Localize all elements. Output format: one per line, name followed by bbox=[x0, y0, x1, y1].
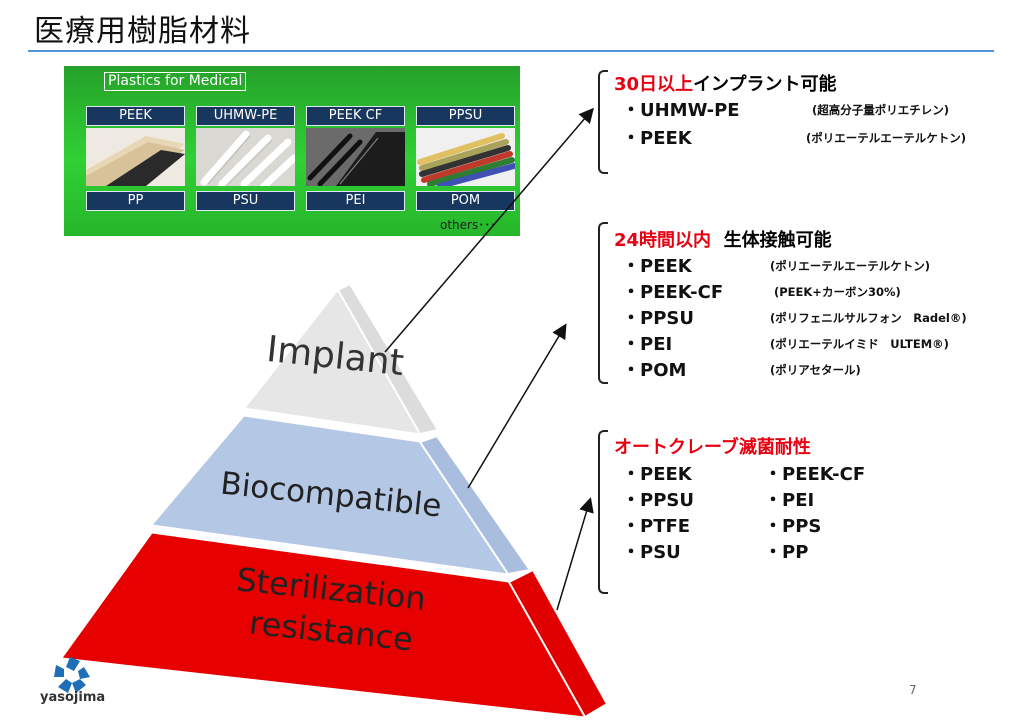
uhmw-pe-sample-image bbox=[196, 128, 295, 186]
label-pei: PEI bbox=[306, 191, 405, 211]
sterilization-heading: オートクレーブ滅菌耐性 bbox=[614, 437, 811, 458]
slide-title: 医療用樹脂材料 bbox=[34, 14, 251, 49]
bio-note-3: (ポリフェニルサルフォン Radel®) bbox=[770, 311, 967, 325]
arrow-biocompatible bbox=[467, 323, 567, 489]
bio-item-5: ・POM bbox=[622, 360, 687, 381]
bio-item-1: ・PEEK bbox=[622, 256, 692, 277]
ppsu-sample-image bbox=[416, 128, 515, 186]
label-peek-cf: PEEK CF bbox=[306, 106, 405, 126]
implant-heading-black: インプラント可能 bbox=[693, 74, 837, 95]
label-psu: PSU bbox=[196, 191, 295, 211]
bio-item-2: ・PEEK-CF bbox=[622, 282, 724, 303]
implant-item-2: ・PEEK bbox=[622, 128, 692, 149]
biocompatible-heading: 24時間以内 生体接触可能 bbox=[614, 226, 832, 252]
implant-item-1: ・UHMW-PE bbox=[622, 100, 740, 121]
bio-note-4: (ポリエーテルイミド ULTEM®) bbox=[770, 337, 949, 351]
label-ppsu: PPSU bbox=[416, 106, 515, 126]
arrow-implant bbox=[384, 107, 594, 353]
plastics-panel: Plastics for Medical PEEK UHMW-PE PEEK C… bbox=[64, 66, 520, 236]
steril-col2-item-2: ・PEI bbox=[764, 490, 815, 511]
peek-cf-sample-image bbox=[306, 128, 405, 186]
logo-text: yasojima bbox=[40, 690, 106, 705]
steril-col2-item-4: ・PP bbox=[764, 542, 809, 563]
implant-heading: 30日以上インプラント可能 bbox=[614, 70, 837, 96]
brace-sterilization bbox=[598, 430, 608, 594]
title-underline bbox=[28, 50, 994, 52]
pyramid-side-implant bbox=[336, 282, 440, 436]
steril-col1-item-2: ・PPSU bbox=[622, 490, 694, 511]
steril-col1-item-3: ・PTFE bbox=[622, 516, 691, 537]
bio-item-3: ・PPSU bbox=[622, 308, 694, 329]
label-pp: PP bbox=[86, 191, 185, 211]
pyramid-side-sterilization bbox=[507, 568, 609, 719]
brace-implant bbox=[598, 70, 608, 174]
implant-note-2: (ポリエーテルエーテルケトン) bbox=[806, 131, 967, 145]
brace-biocompatible bbox=[598, 222, 608, 384]
steril-col2-item-3: ・PPS bbox=[764, 516, 822, 537]
steril-col1-item-4: ・PSU bbox=[622, 542, 681, 563]
yasojima-logo-icon bbox=[54, 657, 90, 693]
others-label: others･･･ bbox=[440, 218, 497, 232]
bio-note-5: (ポリアセタール) bbox=[770, 363, 861, 377]
biocompatible-heading-black: 生体接触可能 bbox=[723, 230, 832, 251]
steril-col2-item-1: ・PEEK-CF bbox=[764, 464, 866, 485]
pyramid-side-biocompatible bbox=[418, 434, 532, 576]
arrow-sterilization bbox=[556, 497, 594, 611]
label-pom: POM bbox=[416, 191, 515, 211]
page-number: 7 bbox=[909, 683, 917, 697]
label-uhmw-pe: UHMW-PE bbox=[196, 106, 295, 126]
implant-note-1: (超高分子量ポリエチレン) bbox=[812, 103, 950, 117]
bio-note-1: (ポリエーテルエーテルケトン) bbox=[770, 259, 931, 273]
bio-item-4: ・PEI bbox=[622, 334, 673, 355]
label-peek: PEEK bbox=[86, 106, 185, 126]
implant-heading-red: 30日以上 bbox=[614, 74, 694, 95]
biocompatible-heading-red: 24時間以内 bbox=[614, 230, 712, 251]
peek-sample-image bbox=[86, 128, 185, 186]
steril-col1-item-1: ・PEEK bbox=[622, 464, 692, 485]
bio-note-2: (PEEK+カーボン30%) bbox=[774, 285, 901, 299]
panel-title: Plastics for Medical bbox=[104, 72, 247, 91]
